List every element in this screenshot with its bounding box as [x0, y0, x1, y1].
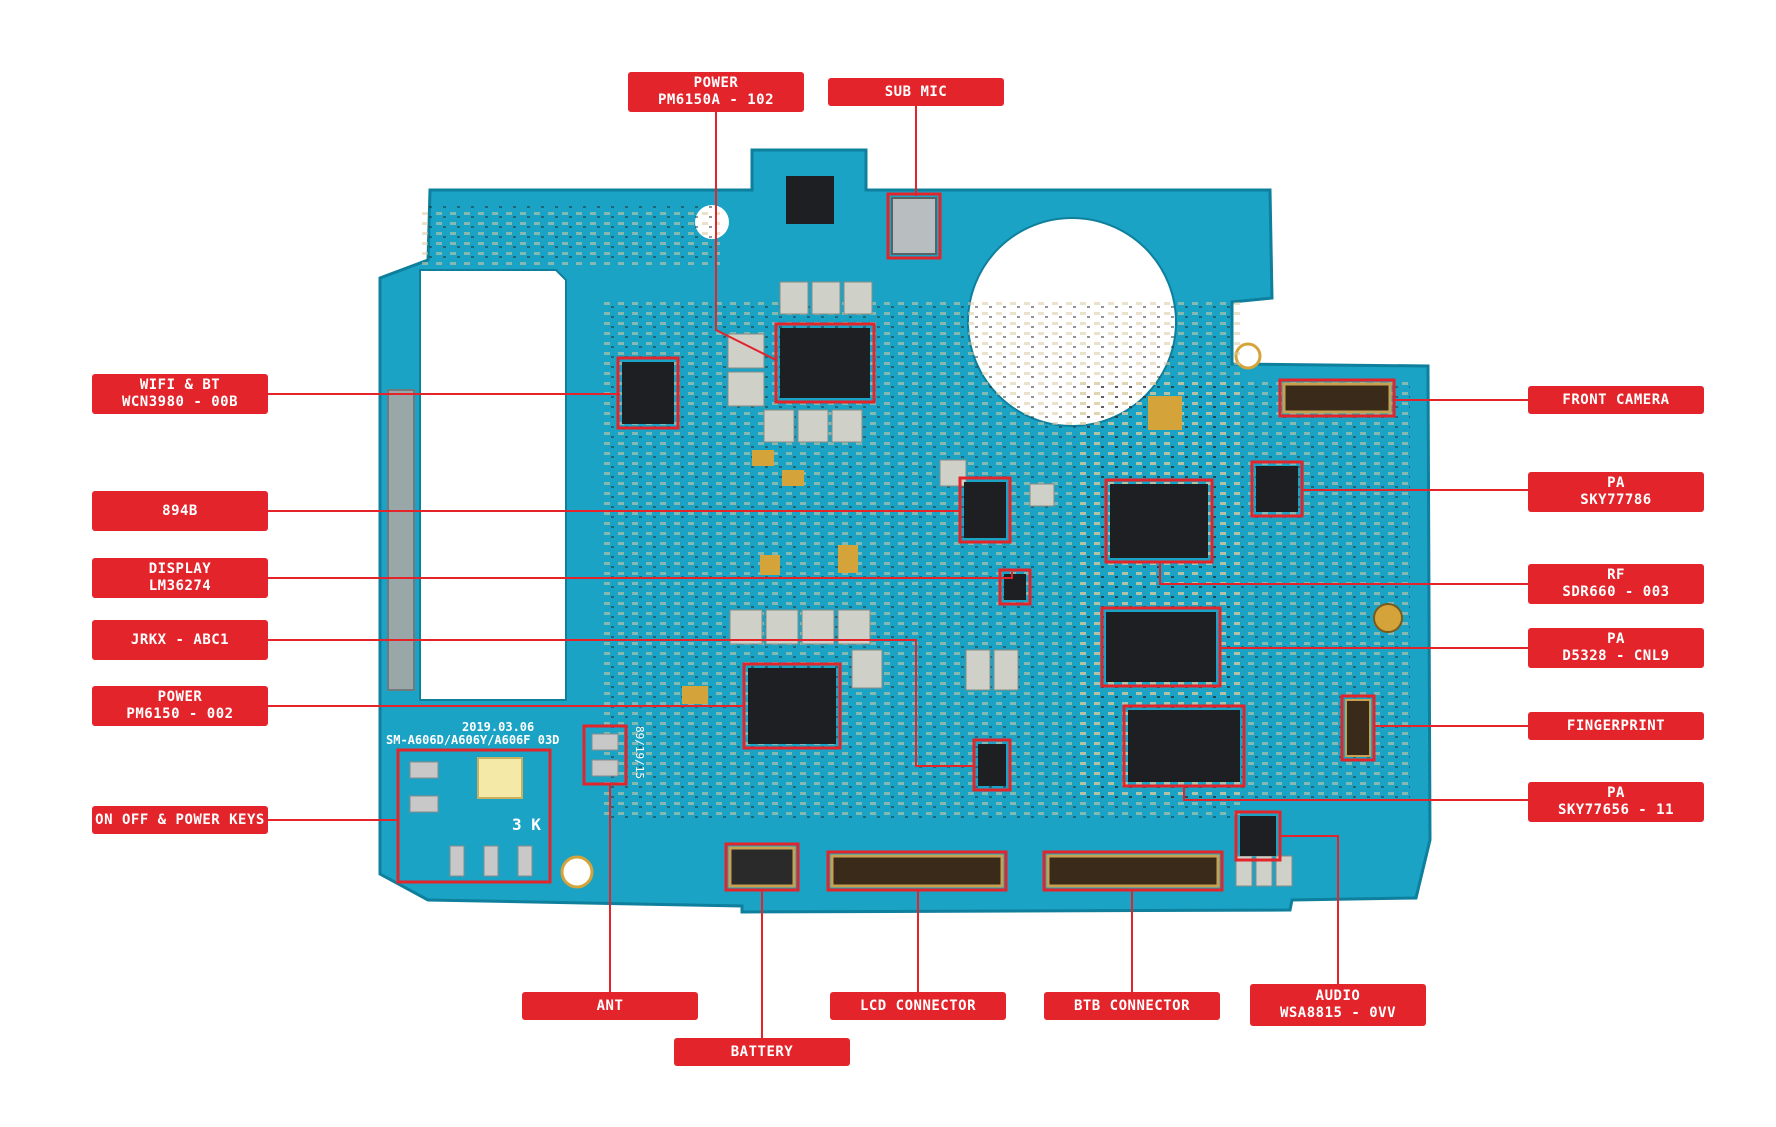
callout-line: D5328 - CNL9 — [1562, 648, 1670, 664]
callout-line: WSA8815 - 0VV — [1279, 1005, 1397, 1021]
callout-fingerprint: FINGERPRINT — [1528, 712, 1704, 740]
rf-antenna-port — [1373, 603, 1403, 633]
chip-sky77786 — [1256, 466, 1298, 512]
callout-line: PA — [1607, 631, 1625, 647]
chip-power-pm6150 — [748, 668, 836, 744]
callout-line: JRKX - ABC1 — [130, 631, 230, 648]
callout-on-off-keys: ON OFF & POWER KEYS — [92, 806, 268, 834]
silk-model: SM-A606D/A606Y/A606F 03D — [386, 733, 559, 747]
battery-connector-part — [728, 846, 796, 888]
callout-line: BTB CONNECTOR — [1073, 997, 1191, 1014]
callout-ant: ANT — [522, 992, 698, 1020]
btb-connector-part — [1046, 854, 1220, 888]
chip-894b — [964, 482, 1006, 538]
silk-date: 2019.03.06 — [462, 720, 534, 734]
chip-jrkx — [978, 744, 1006, 786]
callout-line: 894B — [162, 502, 198, 519]
callout-line: AUDIO — [1315, 988, 1361, 1004]
sub-mic-module — [891, 197, 937, 255]
callout-btb-connector: BTB CONNECTOR — [1044, 992, 1220, 1020]
chip-sky77656 — [1128, 710, 1240, 782]
gold-pads — [682, 396, 1182, 704]
shield-strip — [387, 389, 415, 691]
key-pads — [409, 733, 619, 877]
chip-sdr660 — [1110, 484, 1208, 558]
callout-line: SUB MIC — [884, 83, 948, 100]
callout-line: PA — [1607, 785, 1625, 801]
callout-line: DISPLAY — [148, 561, 212, 577]
callout-line: ON OFF & POWER KEYS — [95, 811, 265, 828]
leader-line-power-pm6150a — [715, 112, 777, 361]
callout-line: LM36274 — [148, 578, 212, 594]
chip-wifi-bt — [622, 362, 674, 424]
silk-num: 3 K — [512, 815, 541, 834]
front-camera-connector-part — [1282, 382, 1392, 414]
callout-line: SDR660 - 003 — [1562, 584, 1670, 600]
callout-line: POWER — [693, 75, 739, 91]
component-area — [420, 205, 720, 265]
silk-code: 89/19/15 — [633, 726, 646, 779]
led-flash — [477, 757, 523, 799]
callout-front-camera: FRONT CAMERA — [1528, 386, 1704, 414]
chips — [622, 176, 1298, 856]
callout-line: WIFI & BT — [139, 377, 221, 393]
callout-line: LCD CONNECTOR — [859, 997, 977, 1014]
board-cutout — [419, 269, 567, 701]
callout-line: PM6150 - 002 — [126, 706, 234, 722]
highlight-boxes — [396, 192, 1396, 892]
callout-line: WCN3980 - 00B — [121, 394, 239, 410]
callout-line: SKY77786 — [1580, 492, 1652, 508]
callout-line: PM6150A - 102 — [657, 92, 775, 108]
callout-battery: BATTERY — [674, 1038, 850, 1066]
callout-line: FRONT CAMERA — [1562, 391, 1670, 408]
leader-line-rf-sdr660 — [1159, 562, 1528, 585]
leader-line-pa-sky77656 — [1183, 786, 1528, 801]
leader-line-jrkx — [268, 639, 974, 767]
chip-d5328 — [1106, 612, 1216, 682]
leader-line-audio — [1280, 835, 1339, 984]
callout-jrkx: JRKX - ABC1 — [92, 620, 268, 660]
callout-line: BATTERY — [730, 1043, 794, 1060]
callout-line: SKY77656 - 11 — [1557, 802, 1675, 818]
fingerprint-connector-part — [1345, 699, 1371, 757]
lcd-connector-part — [830, 854, 1004, 888]
chip-power-pm6150a — [780, 328, 870, 398]
callout-894b: 894B — [92, 491, 268, 531]
callout-line: POWER — [157, 689, 203, 705]
callout-line: RF — [1607, 567, 1625, 583]
mount-hole — [560, 855, 594, 889]
callout-lcd-connector: LCD CONNECTOR — [830, 992, 1006, 1020]
chip-top — [786, 176, 834, 224]
callout-line: ANT — [596, 997, 624, 1014]
callout-line: PA — [1607, 475, 1625, 491]
leader-line-display — [268, 572, 1013, 579]
chip-display — [1004, 574, 1026, 600]
chip-audio — [1240, 816, 1276, 856]
callout-line: FINGERPRINT — [1566, 717, 1666, 734]
leader-lines — [268, 106, 1528, 1038]
callout-sub-mic: SUB MIC — [828, 78, 1004, 106]
